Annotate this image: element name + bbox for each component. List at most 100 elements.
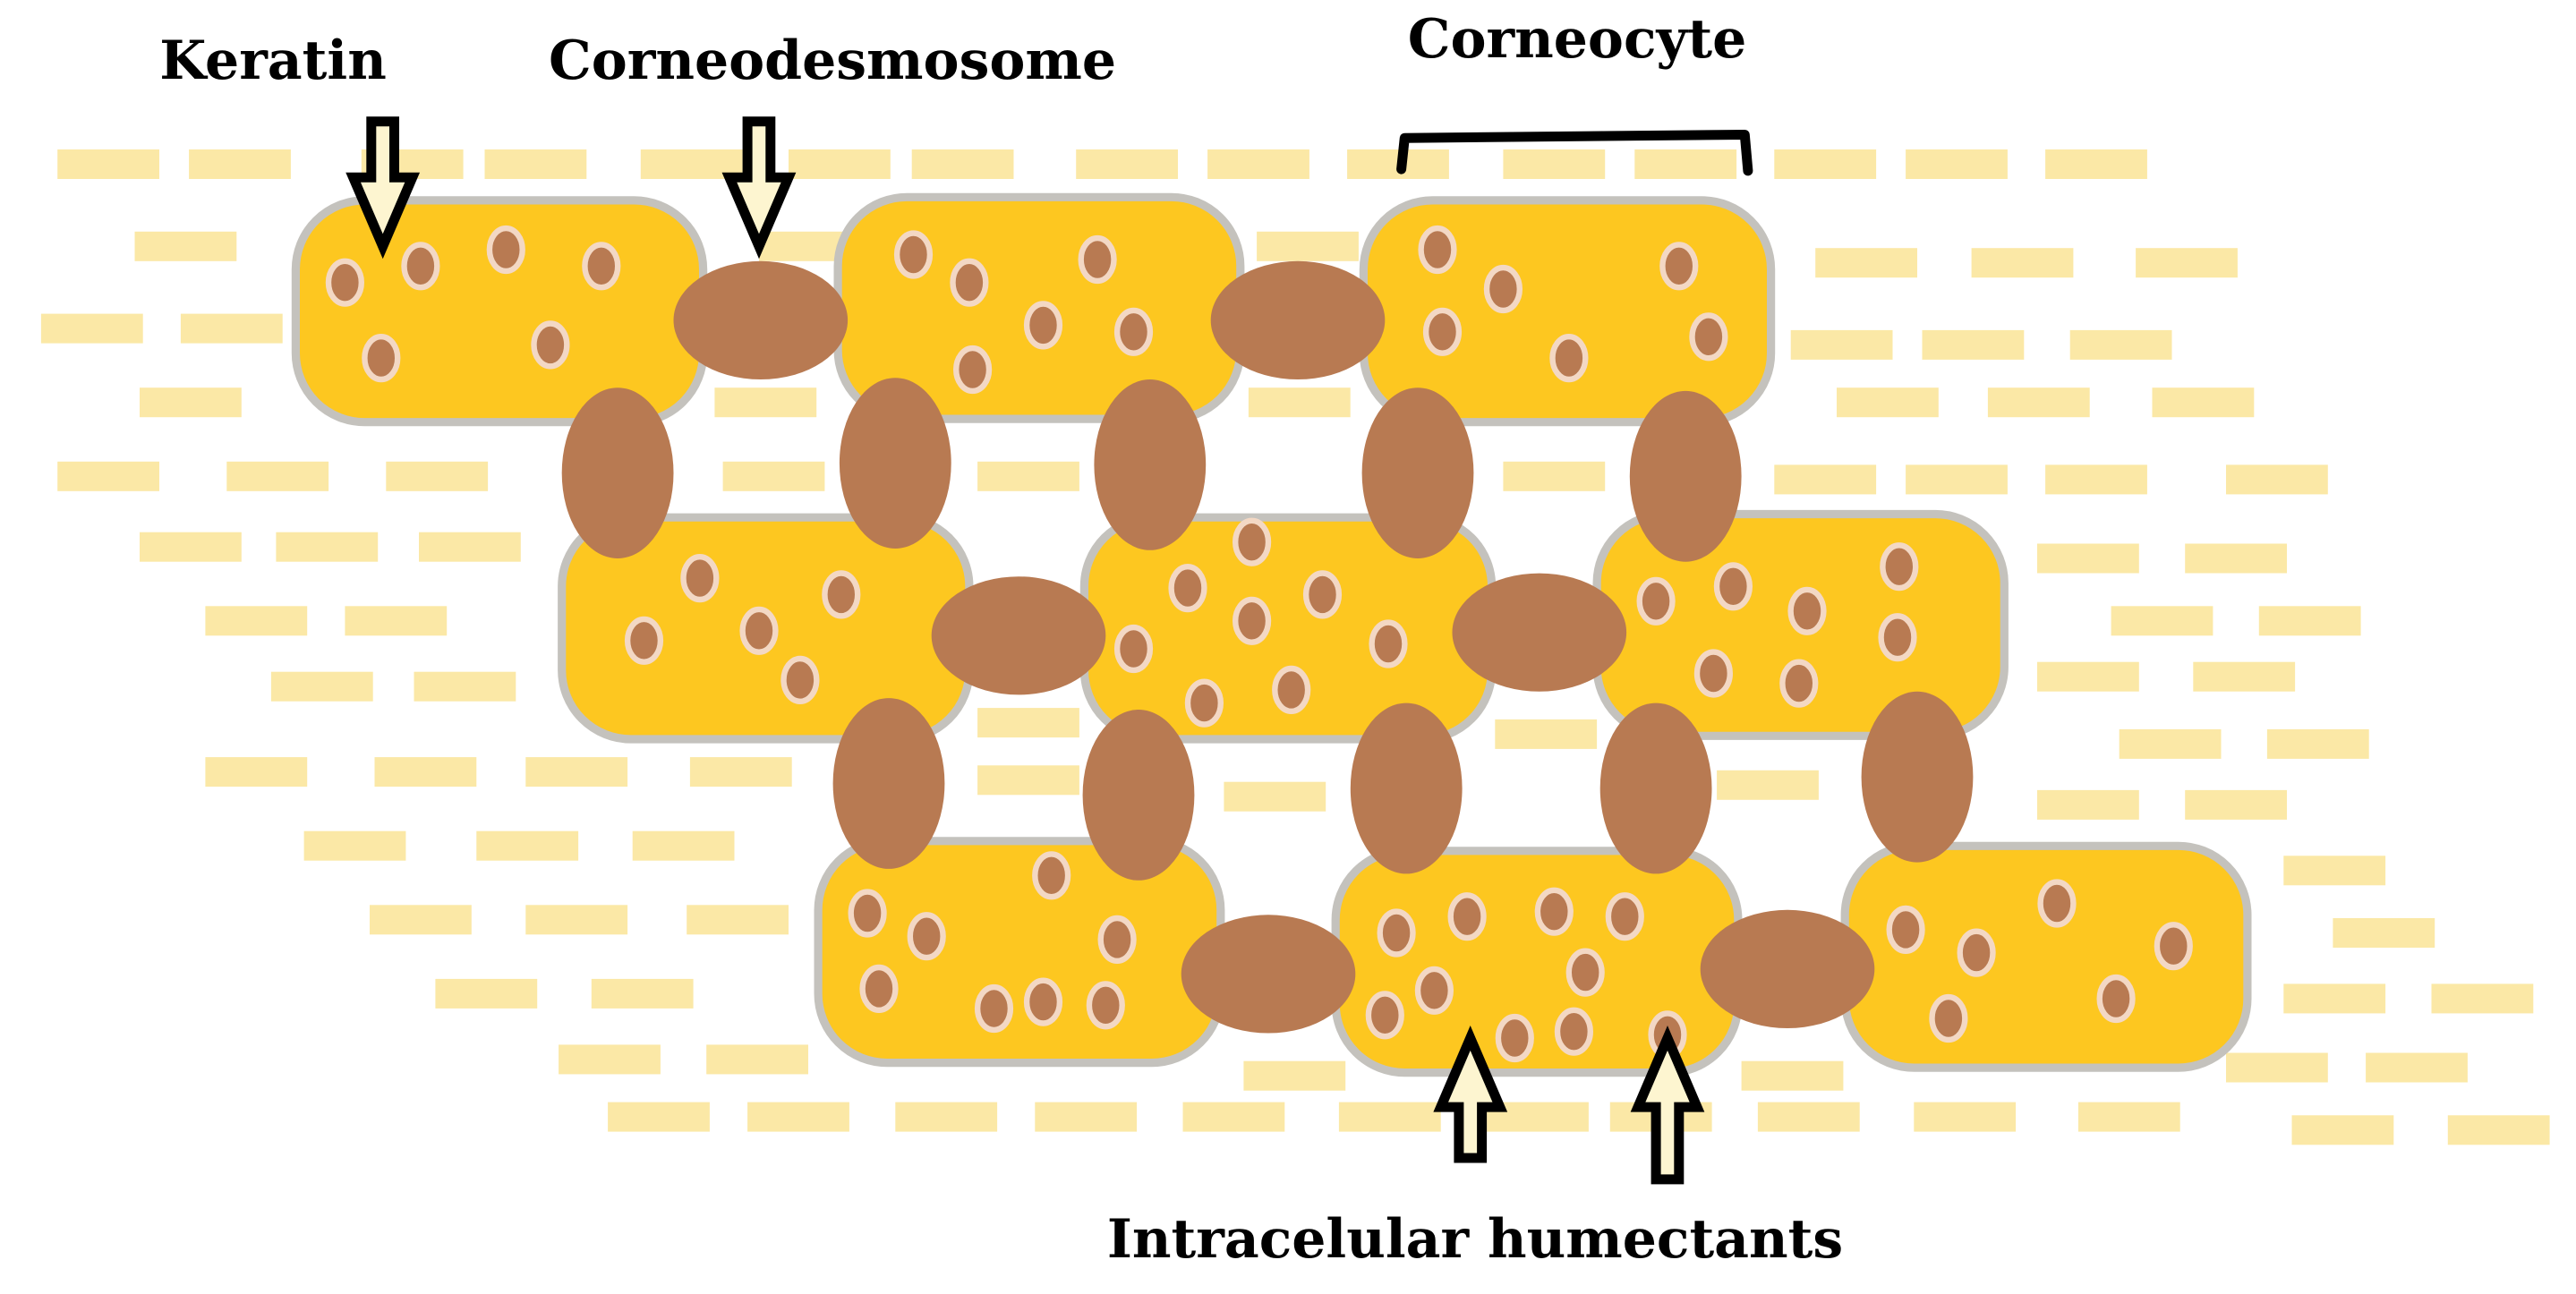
lipid-bar [180, 313, 283, 344]
keratin-dot [1113, 624, 1154, 674]
humectant-arrow-icon [1630, 1026, 1705, 1185]
humectant-arrow-icon [1433, 1026, 1508, 1163]
corneodesmosome [832, 698, 945, 869]
lipid-bar [2119, 728, 2222, 759]
keratin-dot [325, 258, 364, 307]
keratin-dot [1168, 563, 1207, 613]
corneodesmosome [1361, 387, 1474, 558]
keratin-dot [1097, 915, 1137, 964]
keratin-dot [582, 242, 621, 291]
lipid-bar [2431, 983, 2534, 1014]
lipid-bar [977, 461, 1079, 491]
keratin-dot [974, 983, 1014, 1034]
lipid-bar [374, 757, 477, 787]
corneocyte-cell [1079, 513, 1497, 744]
corneodesmosome [1210, 260, 1386, 379]
keratin-dot [1659, 242, 1699, 291]
lipid-bar [1503, 149, 1606, 179]
lipid-bar [386, 461, 489, 491]
lipid-bar [687, 905, 789, 935]
keratin-dot [1414, 966, 1454, 1015]
keratin-dot [1184, 678, 1224, 728]
keratin-dot [1605, 892, 1644, 941]
lipid-bar [2226, 1052, 2328, 1083]
lipid-bar [1790, 329, 1893, 360]
keratin-dot [1078, 234, 1117, 285]
lipid-bar [419, 532, 521, 562]
lipid-bar [2333, 918, 2435, 948]
lipid-bar [2283, 983, 2386, 1014]
lipid-bar [789, 149, 891, 179]
corneocyte-cell [1592, 509, 2009, 740]
lipid-bar [303, 830, 406, 861]
lipid-bar [140, 532, 242, 562]
corneodesmosome [1094, 379, 1207, 550]
lipid-bar [722, 461, 825, 491]
lipid-bar [2077, 1102, 2180, 1132]
lipid-bar [1224, 781, 1326, 812]
lipid-bar [2366, 1052, 2468, 1083]
corneodesmosome [1452, 573, 1627, 692]
lipid-bar [1741, 1060, 1844, 1091]
keratin-dot [1713, 562, 1753, 611]
lipid-bar [1971, 248, 2074, 278]
keratin-dot [1689, 312, 1728, 362]
corneocyte-cell [814, 837, 1225, 1068]
keratin-dot [531, 320, 570, 370]
lipid-bar [345, 606, 448, 636]
lipid-bar [57, 149, 159, 179]
keratin-dot [907, 912, 946, 961]
lipid-bar [476, 830, 579, 861]
keratin-dot [1447, 892, 1487, 941]
keratin-dot [2037, 879, 2077, 928]
corneocyte-cell [1331, 847, 1743, 1077]
lipid-bar [747, 1102, 849, 1132]
keratin-dot [1495, 1013, 1534, 1063]
keratin-label: Keratin [159, 30, 387, 92]
keratin-dot [2096, 974, 2136, 1024]
corneodesmosome [673, 260, 849, 379]
intracellular-humectants-label: Intracelular humectants [1107, 1208, 1843, 1271]
corneocyte-cell [1359, 196, 1776, 427]
keratin-dot [680, 553, 720, 603]
lipid-bar [2283, 856, 2386, 886]
keratin-dot [950, 258, 989, 307]
lipid-bar [1207, 149, 1309, 179]
keratin-dot [1549, 334, 1589, 383]
corneodesmosome [931, 576, 1106, 695]
lipid-bar [911, 149, 1014, 179]
keratin-dot [1787, 586, 1827, 635]
keratin-dot [1483, 264, 1523, 314]
lipid-bar [559, 1044, 661, 1075]
lipid-bar [1338, 1102, 1441, 1132]
lipid-bar [2037, 661, 2139, 692]
corneodesmosome [561, 387, 674, 558]
keratin-arrow-icon [345, 116, 421, 260]
keratin-dot [1032, 851, 1071, 900]
lipid-bar [435, 978, 538, 1009]
lipid-bar [977, 765, 1079, 796]
corneodesmosome [1629, 390, 1742, 562]
corneocyte-label: Corneocyte [1408, 8, 1747, 71]
keratin-dot [1365, 991, 1404, 1040]
keratin-dot [1023, 977, 1063, 1026]
keratin-dot [624, 616, 664, 665]
keratin-dot [1377, 908, 1416, 958]
lipid-bar [1774, 464, 1877, 495]
lipid-bar [2226, 464, 2328, 495]
lipid-bar [1837, 387, 1939, 418]
lipid-bar [706, 1044, 808, 1075]
lipid-bar [2045, 149, 2147, 179]
lipid-bar [632, 830, 735, 861]
lipid-bar [2152, 387, 2255, 418]
corneocyte-cell [291, 196, 708, 427]
lipid-bar [2258, 606, 2361, 636]
corneodesmosome [1599, 702, 1712, 874]
keratin-dot [1418, 225, 1457, 275]
lipid-bar [591, 978, 694, 1009]
lipid-bar [689, 757, 792, 787]
keratin-dot [1086, 981, 1125, 1030]
label-layer: Keratin Corneodesmosome Corneocyte Intra… [159, 8, 1843, 1271]
keratin-dot [893, 230, 934, 279]
lipid-bar [1503, 461, 1606, 491]
